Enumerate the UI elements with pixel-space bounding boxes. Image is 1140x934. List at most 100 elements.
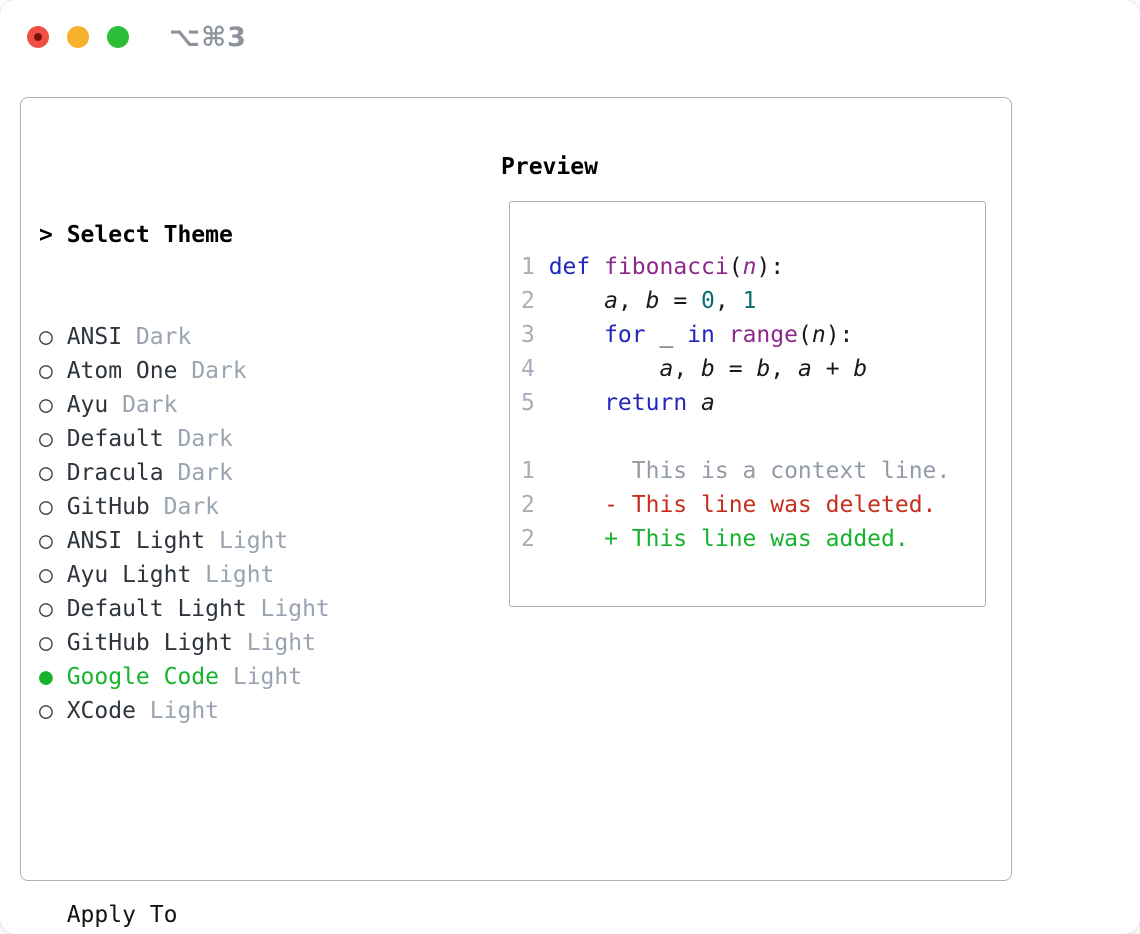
option-label: ANSI [66,324,123,350]
code-line: 4 a, b = b, a + b [521,352,985,386]
close-button[interactable] [27,26,49,48]
line-number: 1 [521,254,535,280]
theme-option[interactable]: ○ ANSI Light Light [39,524,454,558]
radio-unselected-icon: ○ [39,460,53,486]
code-token [590,254,604,280]
line-number: 3 [521,322,535,348]
code-token: return [604,390,688,416]
code-token: n [742,254,757,280]
line-number: 1 [521,458,535,484]
code-token: = [714,356,757,382]
line-number: 5 [521,390,535,416]
theme-option[interactable]: ○ ANSI Dark [39,320,454,354]
zoom-button[interactable] [107,26,129,48]
theme-variant-label: Dark [177,426,233,452]
theme-variant-label: Dark [122,392,178,418]
minimize-button[interactable] [67,26,89,48]
code-token: a [604,288,618,314]
theme-option[interactable]: ○ Default Dark [39,422,454,456]
line-number: 2 [521,288,535,314]
code-token: def [548,254,591,280]
radio-selected-icon: ● [39,664,53,690]
code-token: range [728,322,798,348]
code-token [549,322,604,348]
code-token: 0 [701,288,715,314]
code-token: , [770,356,798,382]
select-theme-title: Select Theme [66,222,233,248]
code-token: b [701,356,715,382]
radio-unselected-icon: ○ [39,494,53,520]
theme-variant-label: Light [149,698,220,724]
code-token: + [811,356,854,382]
code-token: _ [645,322,688,348]
option-label: XCode [66,698,136,724]
option-label: GitHub Light [66,630,233,656]
code-token: a [798,356,812,382]
option-label: Ayu Light [66,562,192,588]
code-token: This is a context line. [548,458,951,484]
code-token [549,356,660,382]
theme-variant-label: Dark [191,358,247,384]
code-token [549,288,604,314]
code-line: 2 + This line was added. [521,522,985,556]
theme-variant-label: Dark [163,494,220,520]
code-token [549,390,604,416]
radio-unselected-icon: ○ [39,358,53,384]
preview-header: Preview [501,154,598,180]
radio-unselected-icon: ○ [39,324,53,350]
theme-variant-label: Light [219,528,289,554]
select-theme-header: > Select Theme [39,218,454,252]
code-token: b [853,356,868,382]
code-token: , [673,356,702,382]
radio-unselected-icon: ○ [39,528,53,554]
code-line: 5 return a [521,386,985,420]
code-token: a [659,356,674,382]
window-shortcut-title: ⌥⌘3 [169,21,247,53]
code-line: 3 for _ in range(n): [521,318,985,352]
code-token: a [701,390,715,416]
code-token: 1 [742,288,757,314]
apply-to-title: Apply To [66,902,178,928]
radio-unselected-icon: ○ [39,698,53,724]
radio-unselected-icon: ○ [39,426,53,452]
theme-option[interactable]: ○ XCode Light [39,694,454,728]
code-token: + This line was added. [548,526,909,552]
code-token: = [659,288,702,314]
option-label: Google Code [66,664,220,690]
titlebar: ⌥⌘3 [0,0,1140,74]
radio-unselected-icon: ○ [39,392,53,418]
option-label: Default [66,426,164,452]
code-line: 2 - This line was deleted. [521,488,985,522]
option-label: Atom One [66,358,178,384]
code-line: 1 This is a context line. [521,454,985,488]
radio-unselected-icon: ○ [39,562,53,588]
theme-option[interactable]: ○ Atom One Dark [39,354,454,388]
line-number: 2 [521,492,535,518]
code-token: ( [728,254,743,280]
focus-caret-icon: > [39,222,53,248]
theme-variant-label: Light [260,596,330,622]
option-label: Ayu [66,392,109,418]
theme-variant-label: Light [246,630,316,656]
theme-variant-label: Dark [177,460,233,486]
code-token: - This line was deleted. [548,492,937,518]
code-token: , [617,288,646,314]
theme-variant-label: Dark [135,324,192,350]
theme-option[interactable]: ○ Ayu Dark [39,388,454,422]
code-token [715,322,729,348]
theme-variant-label: Light [232,664,303,690]
theme-option[interactable]: ● Google Code Light [39,660,454,694]
option-label: ANSI Light [66,528,206,554]
code-token: ( [797,322,812,348]
code-token: b [756,356,771,382]
